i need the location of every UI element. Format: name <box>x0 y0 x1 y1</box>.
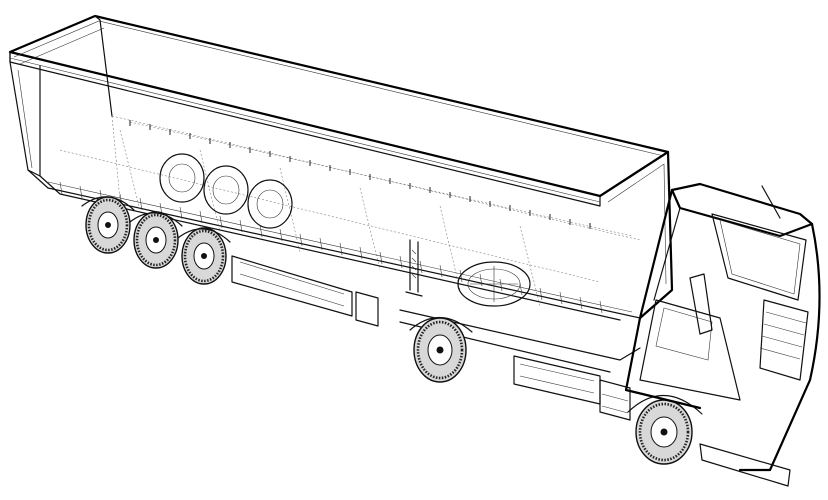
cab-door <box>639 299 741 401</box>
trailer-roof <box>8 14 670 198</box>
side-guard <box>231 255 379 327</box>
trailer-floor <box>59 115 641 307</box>
trailer-wheels <box>81 196 231 285</box>
trailer-front-wall <box>598 150 674 320</box>
trailer-side-rail <box>27 169 641 319</box>
bumper <box>699 443 791 487</box>
cab-front <box>738 222 821 472</box>
antenna <box>761 185 781 219</box>
trailer <box>8 14 674 327</box>
landing-legs <box>405 239 423 297</box>
grille <box>759 299 809 381</box>
cab-steps <box>599 379 631 421</box>
trailer-rear-frame <box>9 51 41 177</box>
side-mirror <box>689 273 713 335</box>
cab-roof <box>670 182 814 238</box>
tractor-chassis <box>399 261 703 465</box>
rope-hooks <box>129 120 591 229</box>
windscreen <box>711 213 807 301</box>
curtain-straps <box>59 181 603 314</box>
spare-wheels <box>159 153 293 229</box>
tractor-cab <box>599 182 821 487</box>
fifth-wheel <box>457 261 531 307</box>
fuel-tank <box>513 355 601 405</box>
